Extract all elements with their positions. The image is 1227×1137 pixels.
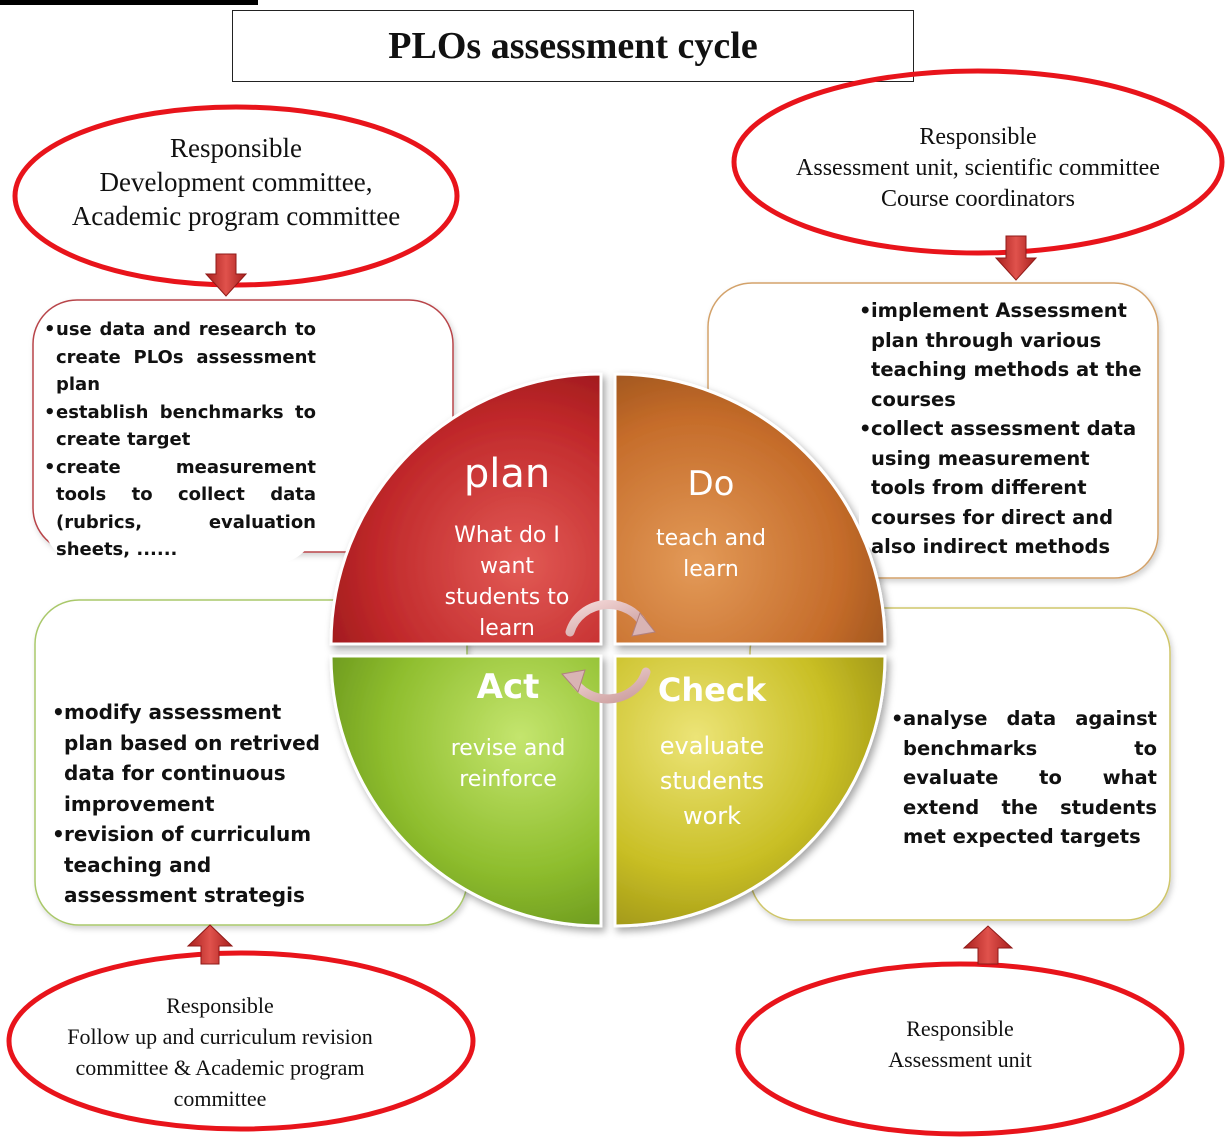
responsible-ellipse-top-right (731, 68, 1225, 256)
responsible-top-right-line-3: Course coordinators (881, 186, 1075, 212)
check-subtitle-line-2: students (659, 767, 765, 795)
plan-subtitle: What do I want students to learn (432, 520, 582, 644)
plan-quadrant (329, 372, 603, 646)
plan-list-item: create measurement tools to collect data… (44, 454, 316, 564)
up-arrow-right-icon (962, 925, 1014, 965)
down-arrow-right-icon (994, 235, 1038, 281)
responsible-bottom-left-line-4: committee (173, 1086, 267, 1111)
check-panel: analyse data against benchmarks to evalu… (891, 704, 1157, 852)
act-quadrant (329, 654, 603, 928)
check-list: analyse data against benchmarks to evalu… (891, 704, 1157, 852)
diagram-title: PLOs assessment cycle (388, 25, 758, 67)
check-segment: Check evaluate students work (627, 668, 797, 834)
responsible-ellipse-bottom-left (6, 950, 476, 1132)
plan-subtitle-line-1: What do I (454, 523, 560, 548)
responsible-top-right-line-2: Assessment unit, scientific committee (796, 155, 1160, 181)
responsible-ellipse-bottom-right (735, 961, 1185, 1137)
plan-subtitle-line-2: want (479, 554, 535, 579)
plan-segment: plan What do I want students to learn (432, 446, 582, 644)
responsible-top-left: Responsible Development committee, Acade… (24, 131, 448, 233)
responsible-top-right: Responsible Assessment unit, scientific … (740, 122, 1216, 215)
check-subtitle-line-1: evaluate (659, 732, 765, 760)
act-subtitle-line-2: reinforce (459, 767, 557, 792)
act-subtitle: revise and reinforce (433, 733, 583, 795)
check-title: Check (657, 671, 767, 709)
responsible-top-left-line-3: Academic program committee (71, 201, 401, 231)
responsible-bottom-left-line-3: committee & Academic program (75, 1055, 365, 1080)
responsible-bottom-left-line-1: Responsible (166, 993, 274, 1018)
responsible-bottom-left-line-2: Follow up and curriculum revision (67, 1024, 373, 1049)
responsible-bottom-right: Responsible Assessment unit (820, 1013, 1100, 1075)
plan-panel: use data and research to create PLOs ass… (44, 316, 316, 564)
responsible-top-left-line-2: Development committee, (99, 167, 373, 197)
do-list: implement Assessment plan through variou… (859, 296, 1145, 562)
do-list-item: implement Assessment plan through variou… (859, 296, 1145, 414)
act-segment: Act revise and reinforce (433, 665, 583, 795)
responsible-bottom-right-line-1: Responsible (906, 1016, 1014, 1041)
top-rule (0, 0, 258, 5)
act-list: modify assessment plan based on retrived… (52, 697, 320, 911)
do-subtitle: teach and learn (636, 523, 786, 585)
check-subtitle-line-3: work (682, 802, 742, 830)
do-subtitle-line-1: teach and (655, 526, 767, 551)
plan-list-item: establish benchmarks to create target (44, 399, 316, 454)
do-segment: Do teach and learn (636, 462, 786, 585)
responsible-bottom-right-line-2: Assessment unit (888, 1047, 1032, 1072)
do-title: Do (687, 464, 735, 504)
do-panel: implement Assessment plan through variou… (859, 296, 1145, 562)
plan-list: use data and research to create PLOs ass… (44, 316, 316, 564)
down-arrow-left-icon (204, 253, 248, 297)
up-arrow-left-icon (186, 924, 234, 965)
check-subtitle: evaluate students work (627, 729, 797, 834)
title-box: PLOs assessment cycle (232, 10, 914, 82)
responsible-top-right-line-1: Responsible (919, 124, 1037, 150)
do-quadrant (613, 372, 887, 646)
cycle-arrow-bottom-head-icon (561, 669, 586, 693)
do-subtitle-line-2: learn (683, 557, 739, 582)
responsible-top-left-line-1: Responsible (170, 133, 302, 163)
plan-list-item: use data and research to create PLOs ass… (44, 316, 316, 399)
act-title: Act (476, 667, 540, 707)
act-panel: modify assessment plan based on retrived… (52, 697, 320, 911)
check-quadrant (613, 654, 887, 928)
act-list-item: modify assessment plan based on retrived… (52, 697, 320, 819)
cycle-arrow-top-icon (565, 599, 650, 637)
cycle-arrow-top-head-icon (631, 611, 656, 637)
responsible-bottom-left: Responsible Follow up and curriculum rev… (20, 990, 420, 1114)
plan-title: plan (463, 451, 551, 497)
act-list-item: revision of curriculum teaching and asse… (52, 819, 320, 911)
plan-subtitle-line-4: learn (479, 616, 535, 641)
act-subtitle-line-1: revise and (450, 736, 566, 761)
do-list-item: collect assessment data using measuremen… (859, 414, 1145, 562)
plan-subtitle-line-3: students to (444, 585, 570, 610)
check-list-item: analyse data against benchmarks to evalu… (891, 704, 1157, 852)
